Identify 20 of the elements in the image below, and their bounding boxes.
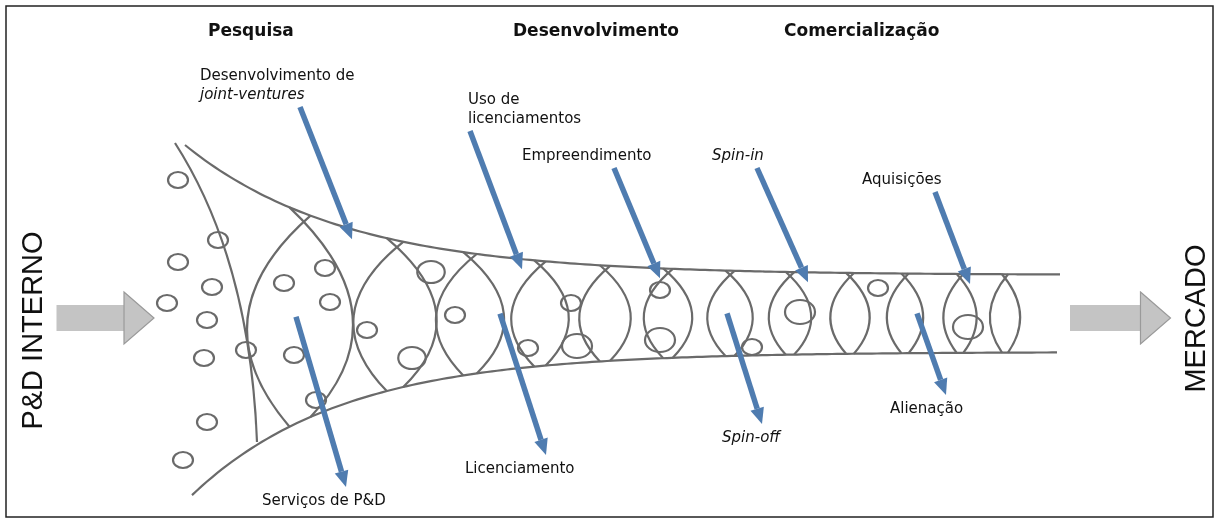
arrow [914, 312, 948, 395]
block-arrow [56, 291, 155, 345]
phase-heading: Pesquisa [208, 20, 294, 40]
arrow [497, 312, 548, 455]
arrow [724, 312, 764, 424]
phase-heading: Desenvolvimento [513, 20, 680, 40]
vertical-label: MERCADO [1178, 243, 1212, 393]
arrow [611, 166, 661, 279]
arrow [754, 166, 808, 283]
stage-label: Licenciamento [465, 459, 575, 478]
vertical-label: P&D INTERNO [15, 230, 49, 430]
arrow [297, 106, 353, 240]
stage-label: Serviços de P&D [262, 491, 386, 510]
phase-heading: Comercialização [784, 20, 940, 40]
arrow [932, 191, 971, 285]
stage-label: Uso de licenciamentos [468, 90, 598, 128]
arrow [293, 316, 349, 487]
stage-label: Desenvolvimento de joint-ventures [200, 66, 390, 104]
arrow [467, 130, 523, 270]
block-arrow [1070, 291, 1172, 345]
